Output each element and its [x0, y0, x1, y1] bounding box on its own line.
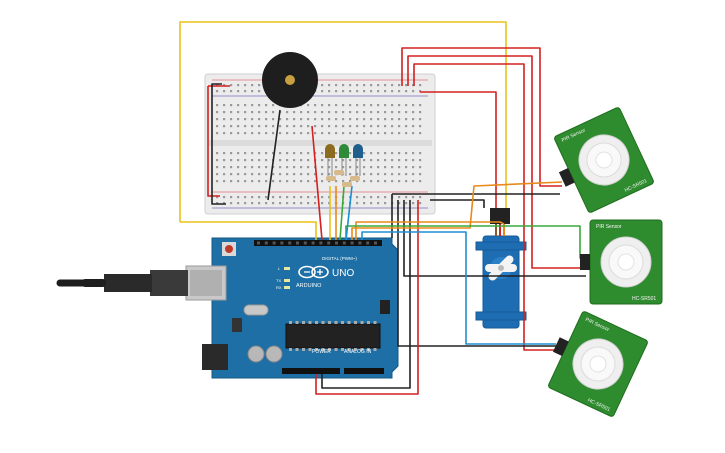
analog-label: ANALOG IN: [344, 349, 372, 355]
microcontroller-pins: [289, 321, 377, 351]
servo-horn-icon: [485, 255, 517, 281]
rx-label: RX: [276, 285, 282, 290]
digital-header-pins: [257, 241, 377, 245]
resistors: [326, 170, 360, 187]
arduino-brand-label: ARDUINO: [296, 283, 322, 289]
arduino-logo-icon: [298, 265, 329, 279]
breadboard: [204, 73, 436, 215]
led: [325, 144, 335, 176]
pir-label: PIR Sensor: [596, 224, 622, 230]
tx-label: TX: [276, 278, 281, 283]
buzzer: [262, 52, 318, 108]
led: [353, 144, 363, 176]
arduino-model-label: UNO: [332, 268, 354, 279]
servo-motor: [475, 208, 527, 329]
breadboard-holes: [216, 84, 422, 205]
power-label: POWER: [312, 349, 331, 355]
l-label: L: [278, 266, 281, 271]
arduino-uno: ARDUINO UNO DIGITAL (PWM~) POWER ANALOG …: [185, 237, 399, 379]
wires: [179, 21, 586, 395]
usb-cable: [56, 270, 188, 296]
pir-model-label: HC-SR501: [632, 296, 656, 302]
digital-label: DIGITAL (PWM~): [322, 256, 357, 261]
